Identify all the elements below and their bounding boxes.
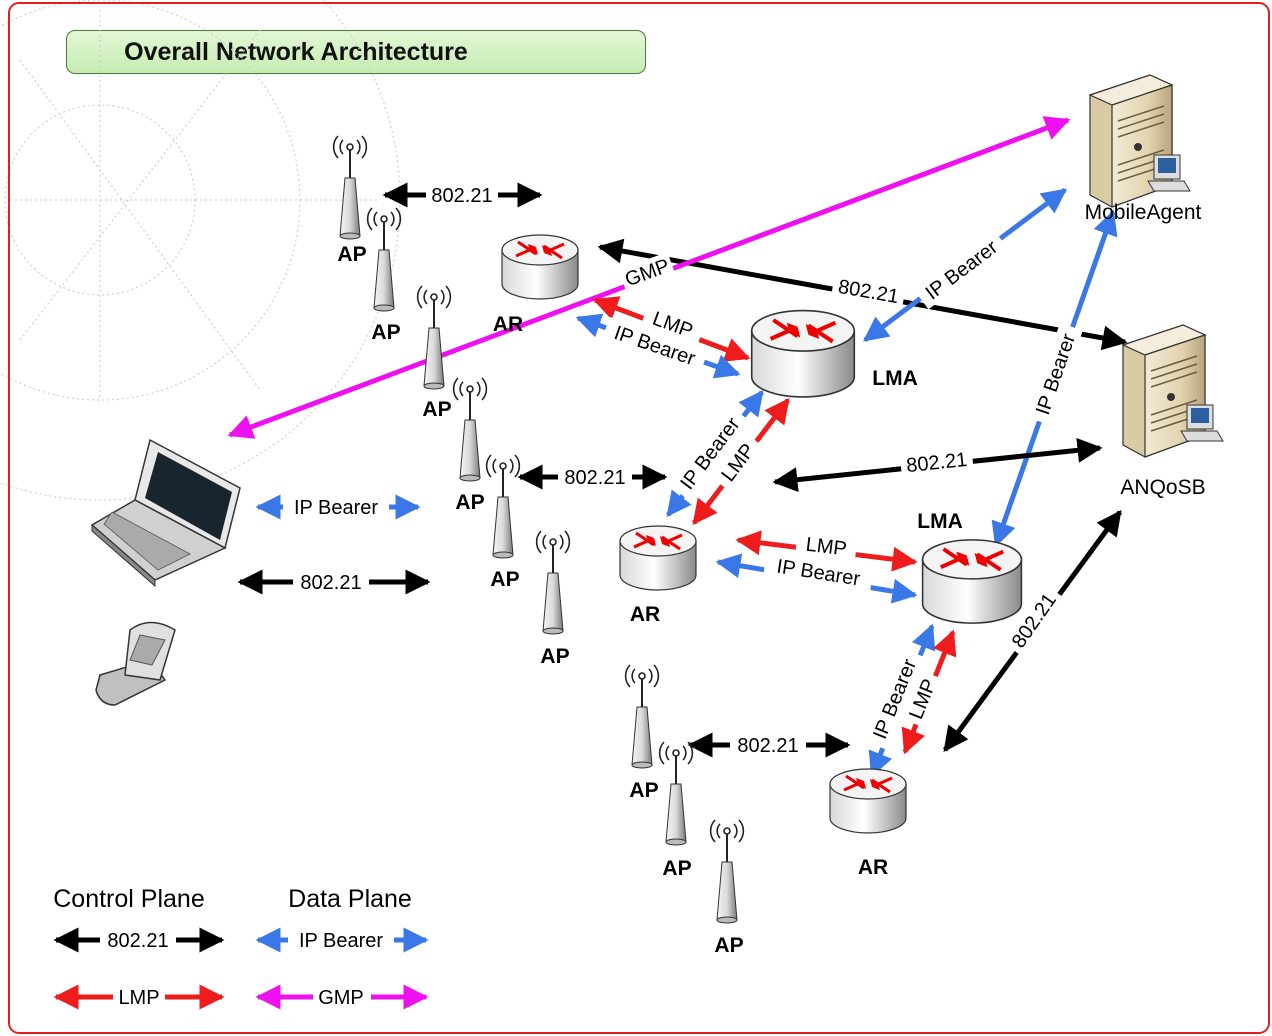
- ap-label: AP: [629, 779, 658, 802]
- legend-item-802-21: 802.21: [107, 930, 168, 952]
- router-lma2: [920, 537, 1024, 626]
- lma-label: LMA: [917, 510, 963, 533]
- ap-label: AP: [540, 645, 569, 668]
- phone-icon: [95, 621, 176, 706]
- ar-label: AR: [493, 313, 523, 336]
- ap-icon: [416, 285, 452, 390]
- lma-label: LMA: [872, 367, 918, 390]
- ap-icon: [366, 207, 402, 312]
- ap-label: AP: [337, 243, 366, 266]
- diagram-title: Overall Network Architecture: [124, 37, 468, 66]
- legend-item-ip-bearer: IP Bearer: [299, 930, 383, 952]
- ap-icon: [709, 819, 745, 924]
- ap-icon: [485, 454, 521, 559]
- link-label-802-21: 802.21: [564, 467, 625, 489]
- router-ar1: [500, 233, 580, 301]
- router-ar2: [618, 524, 698, 592]
- ap-label: AP: [490, 568, 519, 591]
- ap-label: AP: [371, 321, 400, 344]
- ap-icon: [535, 530, 571, 635]
- legend-item-gmp: GMP: [318, 987, 364, 1009]
- link-label-ip-bearer: IP Bearer: [294, 497, 378, 519]
- router-ar3: [828, 767, 908, 835]
- link-label-802-21: 802.21: [836, 276, 900, 308]
- laptop-icon: [90, 438, 241, 588]
- legend-item-lmp: LMP: [118, 987, 159, 1009]
- server-mobileagent: [1089, 74, 1191, 208]
- link-label-802-21: 802.21: [737, 735, 798, 757]
- server-anqosb: [1122, 324, 1224, 458]
- link-label-ip-bearer: IP Bearer: [922, 236, 1003, 304]
- link-label-802-21: 802.21: [300, 572, 361, 594]
- link-label-ip-bearer: IP Bearer: [1032, 331, 1080, 418]
- ap-icon: [658, 741, 694, 846]
- ar-label: AR: [630, 603, 660, 626]
- ap-label: AP: [662, 857, 691, 880]
- ap-label: AP: [714, 934, 743, 957]
- legend-data-plane: Data Plane: [288, 885, 412, 913]
- title-box: Overall Network Architecture: [66, 30, 646, 74]
- ar-label: AR: [858, 856, 888, 879]
- mobileagent-label: MobileAgent: [1085, 201, 1202, 224]
- ap-label: AP: [455, 491, 484, 514]
- ap-label: AP: [422, 398, 451, 421]
- link-label-gmp: GMP: [622, 255, 672, 291]
- outer-border: [8, 2, 1270, 1034]
- legend-control-plane: Control Plane: [53, 885, 204, 913]
- link-label-802-21: 802.21: [431, 185, 492, 207]
- anqosb-label: ANQoSB: [1120, 476, 1205, 499]
- ap-icon: [624, 664, 660, 769]
- link-label-lmp: LMP: [804, 534, 847, 561]
- legend: Control Plane Data Plane 802.21 IP Beare…: [53, 885, 429, 1010]
- ap-icon: [452, 377, 488, 482]
- router-lma1: [752, 311, 855, 397]
- connection-arrows: [227, 116, 1128, 778]
- ap-icon: [332, 135, 368, 240]
